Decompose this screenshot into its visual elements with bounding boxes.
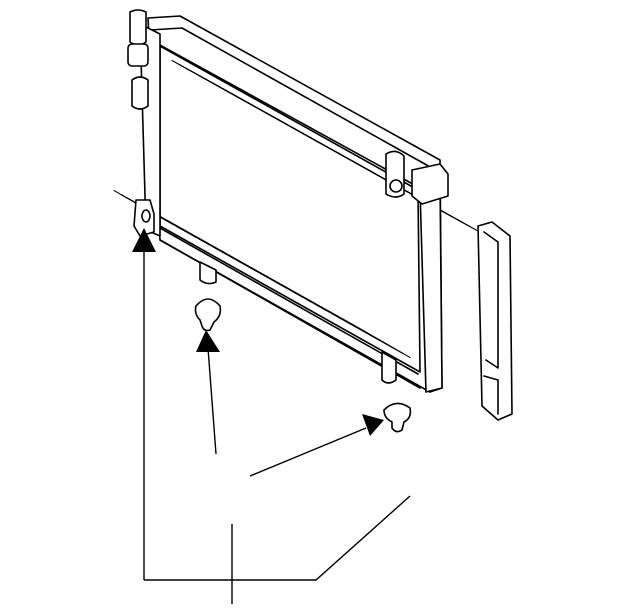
- left-upper-fitting: [129, 9, 147, 46]
- left-mid-fitting: [131, 76, 149, 110]
- condenser-top-rail: [149, 27, 433, 169]
- callout-leaders: [132, 228, 411, 604]
- mount-grommet-right: [383, 402, 412, 433]
- arrow-to-right-grommet: [362, 414, 384, 436]
- bottom-pin-right: [381, 351, 397, 384]
- bottom-pin-left: [199, 261, 217, 285]
- left-fitting-block: [127, 43, 149, 67]
- condenser-assembly: [113, 9, 478, 393]
- left-header-tank: [139, 23, 161, 237]
- mount-grommet-left: [194, 298, 222, 332]
- fin-line: [358, 327, 411, 359]
- right-upper-fitting: [411, 163, 449, 205]
- arrow-to-left-grommet: [196, 330, 220, 352]
- side-seal: [477, 221, 513, 421]
- arrow-to-bracket: [132, 228, 156, 252]
- condenser-fins: [113, 59, 478, 359]
